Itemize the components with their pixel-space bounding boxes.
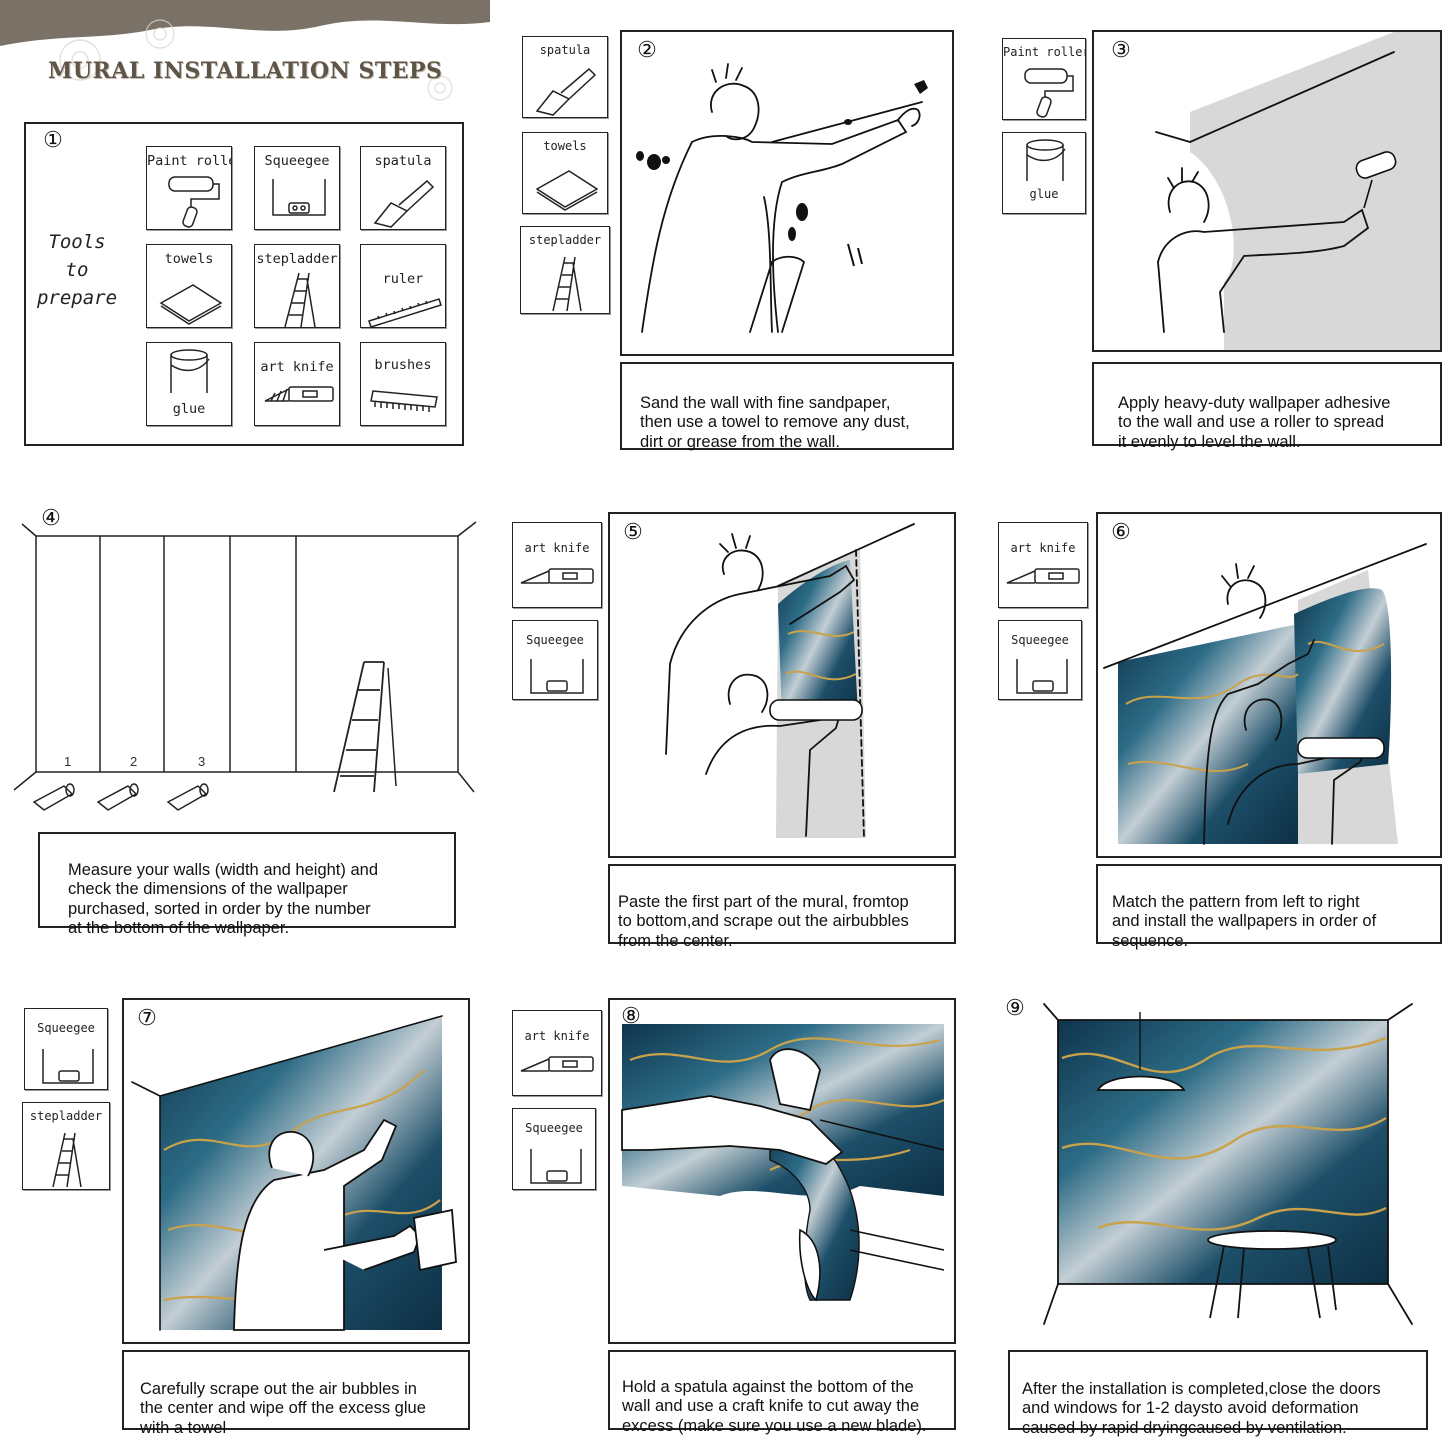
step-number: ① [42,127,64,152]
step-number: ⑤ [622,519,644,544]
roll-number-3: 3 [198,754,206,769]
step-8-illustration: ⑧ [608,998,956,1344]
adhesive-wall-scene [1155,32,1440,350]
stepladder-icon [284,272,316,327]
step-6-illustration: ⑥ [1096,512,1442,858]
match-pattern-scene [1103,543,1427,845]
step-3-illustration: ③ [1092,30,1442,352]
tool-stepladder: stepladder [254,244,340,328]
glue-bucket-icon [1026,139,1066,181]
step-2-illustration: ② [620,30,954,356]
step-4-room-illustration [13,521,477,811]
art-knife-icon [1006,568,1080,584]
art-knife-icon [520,1056,594,1072]
squeegee-icon [42,1049,94,1084]
spatula-icon [535,67,597,116]
step-9-caption: After the installation is completed,clos… [1008,1350,1428,1437]
squeegee-icon [530,659,584,694]
glue-bucket-icon [170,349,210,393]
step-5-tool-squeegee: Squeegee [512,620,598,700]
towel-icon [159,284,223,325]
step-3-caption: Apply heavy-duty wallpaper adhesive to t… [1092,362,1442,451]
ruler-icon [368,298,442,327]
step-7-caption: Carefully scrape out the air bubbles in … [122,1350,470,1437]
step-7-tool-squeegee: Squeegee [24,1008,108,1090]
flower-decoration-icon [59,19,453,101]
step-2-tool-spatula: spatula [522,36,608,118]
step-3-tool-paint-roller: Paint roller [1002,38,1086,120]
sanding-wall-scene [636,63,928,333]
squeegee-icon [1016,659,1068,694]
step-1-tools-panel: ① Tools to prepare Paint roller Squeegee… [24,122,464,446]
step-8-caption: Hold a spatula against the bottom of the… [608,1350,956,1435]
tool-glue: glue [146,342,232,426]
step-5-tool-art-knife: art knife [512,522,602,608]
step-9-finished-room-illustration [1043,1003,1413,1325]
step-3-tool-glue: glue [1002,132,1086,214]
page-title: MURAL INSTALLATION STEPS [48,58,443,84]
paint-roller-icon [1024,68,1074,118]
tool-spatula: spatula [360,146,446,230]
step-6-tool-art-knife: art knife [998,522,1088,608]
step-number: ⑦ [136,1005,158,1030]
header-band [0,0,490,101]
tool-squeegee: Squeegee [254,146,340,230]
step-2-tool-stepladder: stepladder [520,226,610,314]
art-knife-icon [264,386,334,402]
roll-number-1: 1 [64,754,72,769]
tool-ruler: ruler [360,244,446,328]
step-5-illustration: ⑤ [608,512,956,858]
step-number: ④ [40,505,62,530]
step-number: ⑨ [1004,995,1026,1020]
step-number: ② [636,37,658,62]
tool-towels: towels [146,244,232,328]
step-5-caption: Paste the first part of the mural, fromt… [608,864,956,950]
tool-brushes: brushes [360,342,446,426]
tool-art-knife: art knife [254,342,340,426]
scrape-bubbles-scene [131,1015,457,1331]
step-2-caption: Sand the wall with fine sandpaper, then … [620,362,954,451]
squeegee-icon [530,1149,582,1184]
brush-icon [370,390,438,412]
step-7-illustration: ⑦ [122,998,470,1344]
step-6-tool-squeegee: Squeegee [998,620,1082,700]
trim-excess-scene [621,1024,945,1302]
step-number: ⑥ [1110,519,1132,544]
step-number: ③ [1110,37,1132,62]
stepladder-icon [552,256,582,312]
step-8-tool-squeegee: Squeegee [512,1108,596,1190]
tool-paint-roller: Paint roller [146,146,232,230]
step-8-tool-art-knife: art knife [512,1010,602,1096]
paint-roller-icon [168,176,220,228]
step-7-tool-stepladder: stepladder [22,1102,110,1190]
paste-first-panel-scene [665,523,915,839]
stepladder-icon [52,1132,82,1188]
spatula-icon [373,179,435,228]
step-2-tool-towels: towels [522,132,608,214]
roll-number-2: 2 [130,754,138,769]
step-number: ⑧ [620,1003,642,1028]
art-knife-icon [520,568,594,584]
step-4-caption: Measure your walls (width and height) an… [38,832,456,937]
step-6-caption: Match the pattern from left to right and… [1096,864,1442,950]
squeegee-icon [272,179,326,216]
tools-to-prepare-label: Tools to prepare [36,231,118,309]
towel-icon [535,170,599,211]
